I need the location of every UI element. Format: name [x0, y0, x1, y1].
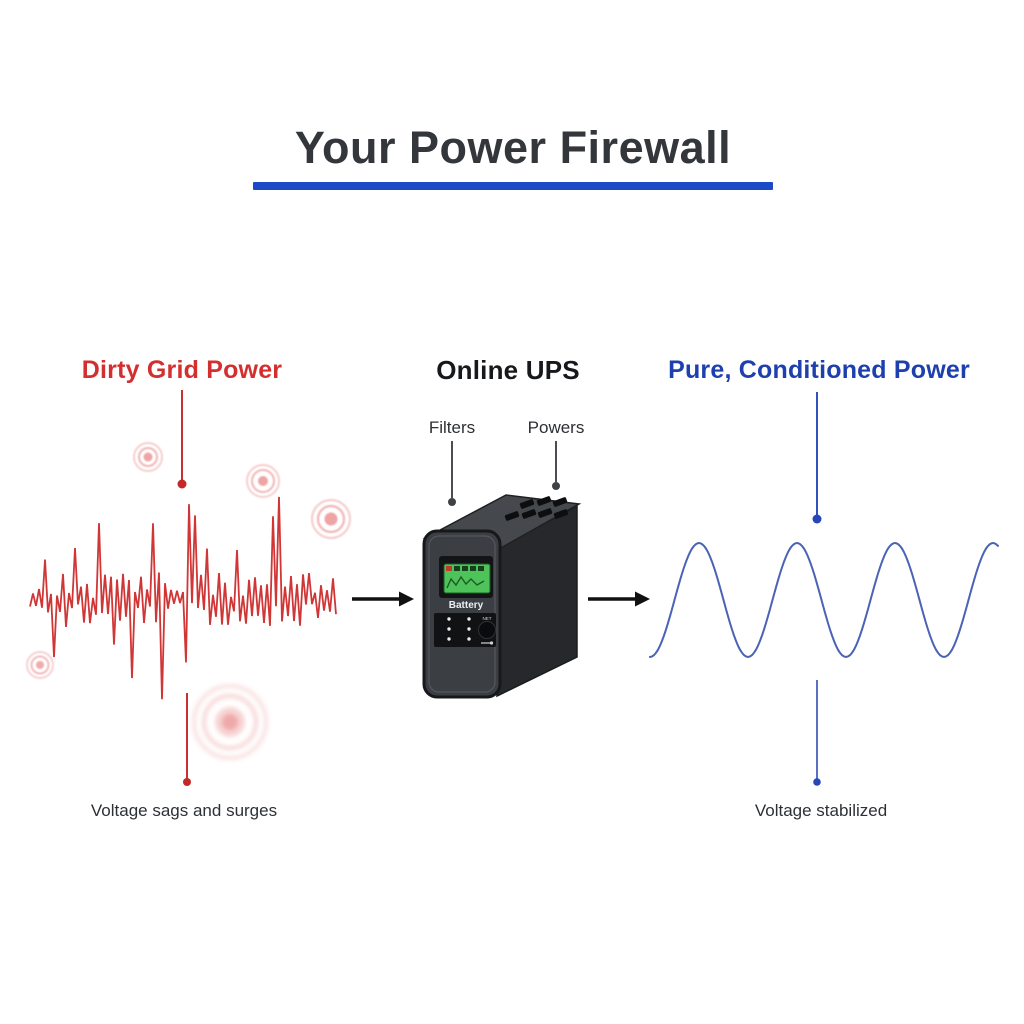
ripple-icon [26, 651, 54, 679]
knob-label: NET [483, 616, 492, 621]
heading-dirty-grid-power: Dirty Grid Power [81, 356, 283, 384]
dirty-waveform-path [29, 496, 337, 700]
leader-line-filters [448, 441, 456, 506]
arrow-right-icon [588, 591, 650, 607]
ripple-icon [192, 684, 268, 760]
title-underline [253, 182, 773, 190]
lcd-indicator-segments [446, 566, 484, 571]
callout-filters-label: Filters [428, 418, 476, 437]
lcd-label: Battery [449, 600, 484, 611]
arrow-right-icon [352, 591, 414, 607]
leader-line-powers [552, 441, 560, 490]
heading-online-ups: Online UPS [436, 355, 580, 385]
ripple-icon [246, 464, 280, 498]
leader-line-dirty-bottom [183, 693, 191, 786]
ripple-icon [310, 498, 352, 540]
outlet-icon [481, 641, 494, 645]
ripple-icon [133, 442, 163, 472]
leader-line-clean-top [812, 392, 822, 524]
caption-voltage-sags: Voltage sags and surges [90, 801, 278, 820]
vent-slots [504, 496, 569, 521]
ups-device: Battery NET [422, 494, 582, 699]
clean-sine-wave-path [649, 542, 999, 659]
leader-line-clean-bottom [813, 680, 821, 786]
knob-button [478, 621, 496, 639]
lcd-graph-line [446, 575, 485, 589]
heading-pure-conditioned-power: Pure, Conditioned Power [668, 356, 970, 384]
page-title: Your Power Firewall [294, 122, 732, 173]
led-dots [447, 617, 471, 641]
caption-voltage-stabilized: Voltage stabilized [754, 801, 888, 820]
callout-powers-label: Powers [527, 418, 585, 437]
leader-line-dirty-top [177, 390, 187, 489]
